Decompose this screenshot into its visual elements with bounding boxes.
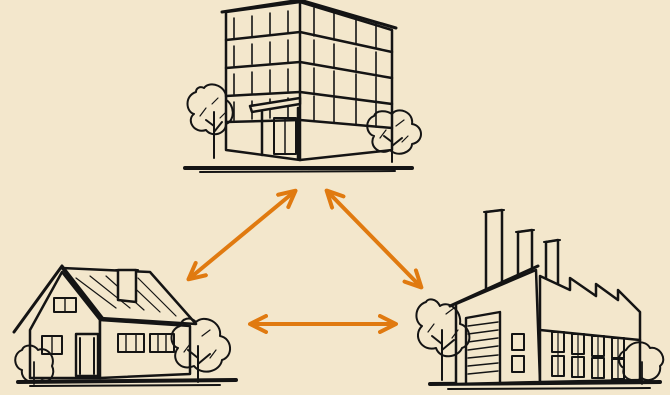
house-icon bbox=[14, 266, 236, 386]
factory-icon bbox=[416, 210, 663, 389]
connection-arrows bbox=[190, 192, 420, 324]
office-building-icon bbox=[185, 0, 421, 172]
arrow-office-factory bbox=[328, 192, 420, 286]
arrow-house-office bbox=[190, 192, 294, 278]
